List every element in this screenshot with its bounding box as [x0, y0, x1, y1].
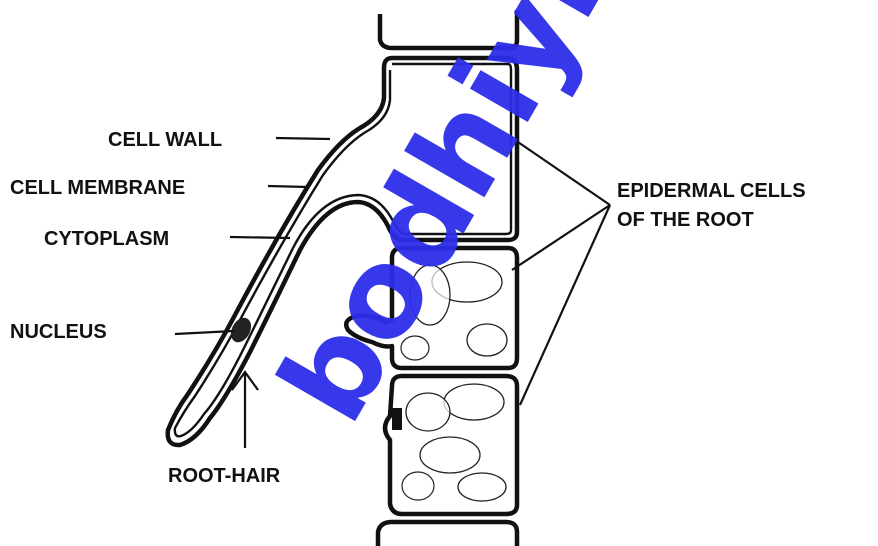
root-hair-label: ROOT-HAIR	[168, 465, 281, 487]
nucleus-label: NUCLEUS	[10, 321, 107, 343]
cytoplasm-label: CYTOPLASM	[44, 228, 169, 250]
epidermal-cells-label: EPIDERMAL CELLS	[617, 180, 806, 202]
cell-membrane-label: CELL MEMBRANE	[10, 177, 185, 199]
root-hair-arrow	[232, 372, 258, 448]
bottom-epidermal-cell	[378, 522, 517, 546]
epidermal-cells-label-line2: OF THE ROOT	[617, 209, 754, 231]
cytoplasm-leader	[230, 237, 290, 238]
cell-membrane-leader	[268, 186, 308, 187]
lower-epidermal-cell	[385, 376, 517, 514]
cell-wall-leader	[276, 138, 330, 139]
cell-wall-label: CELL WALL	[108, 129, 222, 151]
